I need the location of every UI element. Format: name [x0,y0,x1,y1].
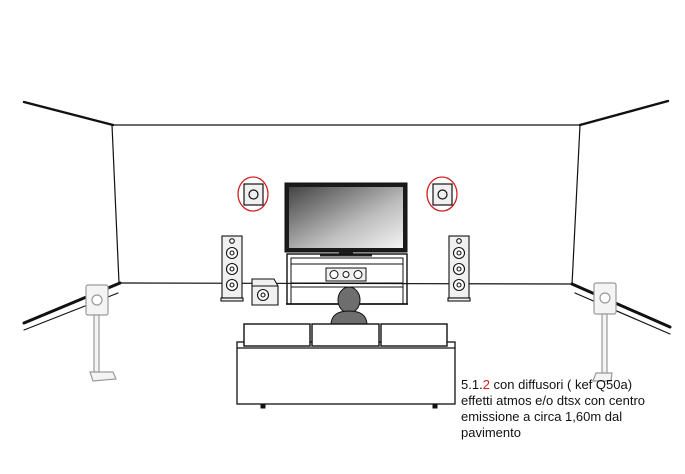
ceiling-speaker-right [426,176,458,212]
caption-config-suffix: con diffusori ( kef Q50a) [489,377,633,392]
sofa [236,323,456,409]
highlight-circle-right [426,176,458,212]
surround-speaker-right [592,282,617,382]
caption-line-2: effetti atmos e/o dtsx con centro [461,393,646,408]
sofa-body [236,341,456,405]
surround-speaker-icon [85,284,117,382]
ceiling-speaker-left [237,176,269,212]
ceiling-speaker-icon [432,183,453,206]
floor-speaker-icon [447,235,471,302]
surround-speaker-icon [592,282,617,382]
highlight-circle-left [237,176,269,212]
caption-line-config: 5.1.2 con diffusori ( kef Q50a) [461,377,683,393]
tv-stand-base [320,254,372,257]
ceiling-line-left [22,100,115,127]
floor-speaker-left [220,235,244,302]
caption-line-4: pavimento [461,425,521,440]
floor-speaker-icon [220,235,244,302]
caption-config-highlight: 2 [482,377,490,392]
center-speaker-icon [325,267,367,282]
sofa-foot-right [432,403,438,409]
subwoofer-icon [251,278,279,306]
sofa-cushion-right [380,323,448,347]
floor-speaker-right [447,235,471,302]
floor-line-right [570,282,672,329]
wall-corner-left [111,124,120,284]
listener-icon [330,286,368,326]
caption-config-prefix: 5.1. [461,377,483,392]
tv-icon [284,182,408,257]
ceiling-line-right [578,99,670,127]
wall-corner-right [571,124,581,286]
caption-line-3: emissione a circa 1,60m dal [461,409,623,424]
surround-speaker-left [85,284,117,382]
tv-screen [289,187,403,248]
sofa-cushion-left [243,323,311,347]
skirting-right [574,292,671,335]
configuration-caption: 5.1.2 con diffusori ( kef Q50a) effetti … [461,377,683,441]
ceiling-speaker-icon [243,183,264,206]
sofa-foot-left [260,403,266,409]
sofa-cushion-center [311,323,380,347]
